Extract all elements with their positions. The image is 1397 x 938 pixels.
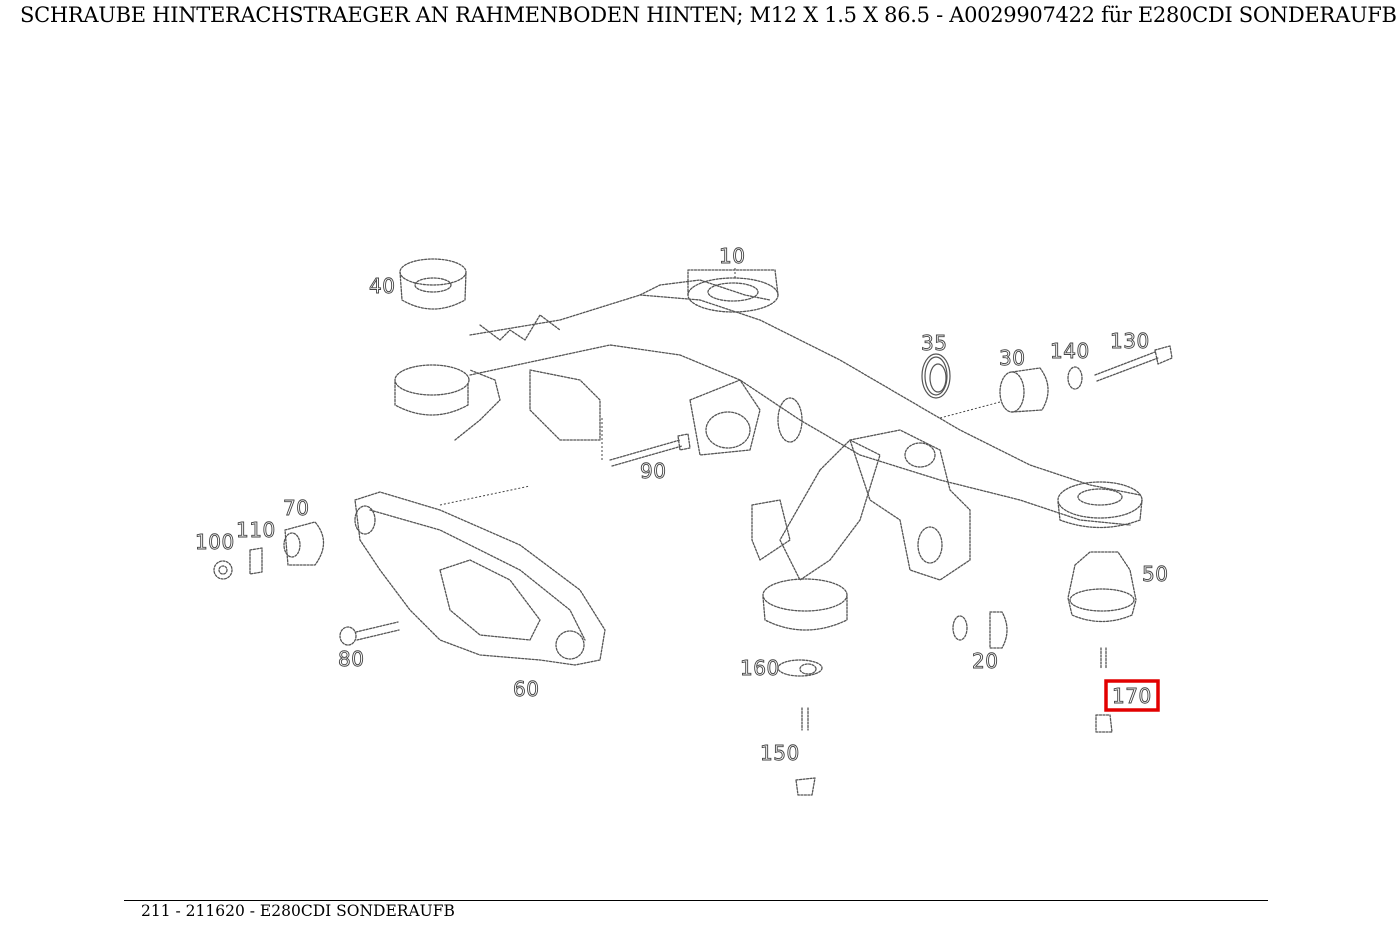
axle-carrier-drawing xyxy=(394,269,1143,631)
callout-110[interactable]: 110 xyxy=(236,518,276,543)
callout-170[interactable]: 170 xyxy=(1112,684,1152,709)
part-40-drawing xyxy=(399,258,467,310)
callout-160[interactable]: 160 xyxy=(740,656,780,681)
callout-130[interactable]: 130 xyxy=(1110,329,1150,354)
part-60-drawing xyxy=(354,485,606,666)
selected-part-highlight xyxy=(1104,679,1160,712)
callout-90[interactable]: 90 xyxy=(640,459,667,484)
part-170-drawing xyxy=(1095,647,1113,733)
part-70-110-100-drawing xyxy=(213,521,325,580)
page-title: SCHRAUBE HINTERACHSTRAEGER AN RAHMENBODE… xyxy=(20,3,1397,27)
callout-80[interactable]: 80 xyxy=(338,647,365,672)
callout-70[interactable]: 70 xyxy=(283,496,310,521)
callout-40[interactable]: 40 xyxy=(369,274,396,299)
callout-100[interactable]: 100 xyxy=(195,530,235,555)
callout-140[interactable]: 140 xyxy=(1050,339,1090,364)
callout-35[interactable]: 35 xyxy=(921,331,948,356)
part-35-drawing xyxy=(921,353,951,399)
part-160-drawing xyxy=(777,659,823,677)
part-140-130-drawing xyxy=(1067,345,1173,390)
part-20-drawing xyxy=(952,611,1008,649)
part-90-drawing xyxy=(601,418,691,467)
callout-50[interactable]: 50 xyxy=(1142,562,1169,587)
callout-150[interactable]: 150 xyxy=(760,741,800,766)
callout-20[interactable]: 20 xyxy=(972,649,999,674)
part-30-drawing xyxy=(939,367,1049,419)
part-80-drawing xyxy=(339,621,400,646)
exploded-parts-diagram: 10 20 30 35 40 50 60 70 80 90 100 110 13… xyxy=(195,244,1173,796)
callout-60[interactable]: 60 xyxy=(513,677,540,702)
part-50-drawing xyxy=(1067,551,1137,623)
callout-30[interactable]: 30 xyxy=(999,346,1026,371)
callout-10[interactable]: 10 xyxy=(719,244,746,269)
footer-divider xyxy=(124,900,1268,901)
footer-caption: 211 - 211620 - E280CDI SONDERAUFB xyxy=(141,902,455,920)
part-150-drawing xyxy=(795,707,816,796)
